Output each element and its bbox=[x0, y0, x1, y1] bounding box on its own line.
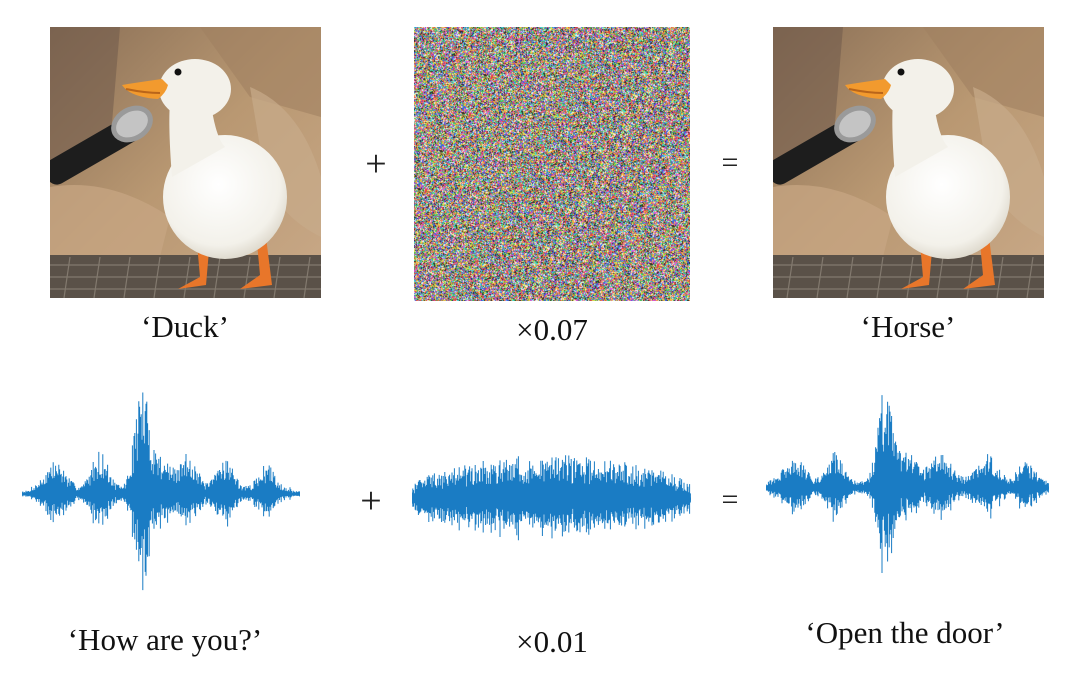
speech-waveform bbox=[22, 392, 300, 591]
waveform-trace bbox=[22, 392, 300, 591]
equals-operator-audio: = bbox=[721, 483, 739, 516]
duck-image-adversarial bbox=[773, 27, 1044, 298]
caption-open-the-door: ‘Open the door’ bbox=[805, 615, 1005, 650]
waveform-trace bbox=[766, 395, 1049, 573]
caption-how-are-you: ‘How are you?’ bbox=[67, 622, 263, 657]
noise-waveform bbox=[412, 455, 691, 541]
plus-operator-audio: + bbox=[360, 480, 382, 522]
equals-operator-image: = bbox=[721, 146, 739, 179]
caption-noise-scale-audio: ×0.01 bbox=[516, 624, 588, 659]
noise-pattern bbox=[414, 27, 690, 301]
duck-photo bbox=[50, 27, 321, 298]
speech-waveform-original bbox=[22, 386, 300, 602]
noise-image bbox=[414, 27, 690, 301]
speech-waveform bbox=[766, 395, 1049, 573]
caption-horse: ‘Horse’ bbox=[860, 309, 956, 344]
speech-waveform-adversarial bbox=[766, 390, 1049, 586]
caption-duck: ‘Duck’ bbox=[141, 309, 229, 344]
caption-noise-scale-image: ×0.07 bbox=[516, 312, 588, 347]
duck-photo bbox=[773, 27, 1044, 298]
plus-operator-image: + bbox=[365, 143, 387, 185]
noise-waveform-panel bbox=[412, 450, 691, 548]
duck-image-original bbox=[50, 27, 321, 298]
